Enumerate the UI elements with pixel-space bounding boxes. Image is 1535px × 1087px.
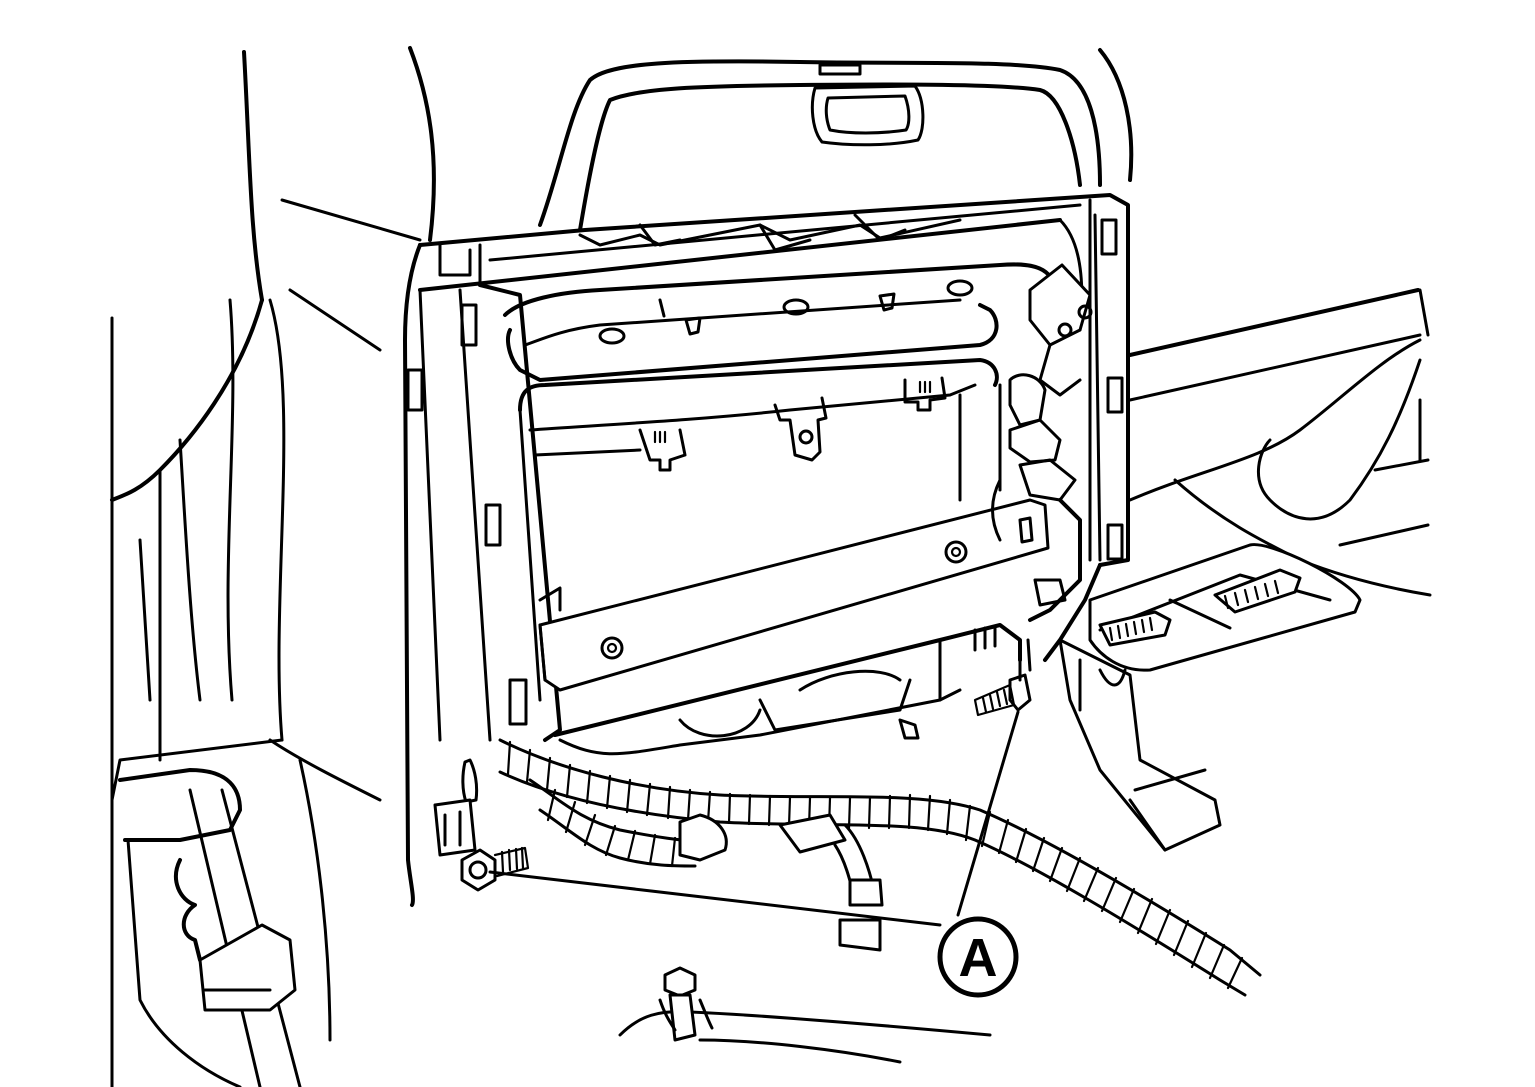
callout-a: A: [937, 916, 1019, 998]
crossbar-bolt-right: [944, 540, 968, 564]
bolt-right: [973, 638, 1032, 717]
headrest: [538, 48, 1134, 232]
lower-cross-bar: [538, 498, 1050, 692]
floor-clip: [618, 966, 992, 1064]
callout-leaders: [488, 710, 1020, 927]
bolt-left: [433, 758, 530, 892]
wire-harness: [498, 738, 1262, 997]
frame-bottom: [538, 586, 1022, 756]
left-door-trim: [110, 46, 436, 1087]
recliner-mechanism: [991, 263, 1102, 662]
left-lower-trim: [118, 768, 302, 1087]
crossbar-bolt-left: [600, 636, 624, 660]
callout-a-label: A: [959, 928, 998, 988]
seat-rail: [1058, 543, 1362, 852]
seatback-frame: [403, 193, 1130, 907]
